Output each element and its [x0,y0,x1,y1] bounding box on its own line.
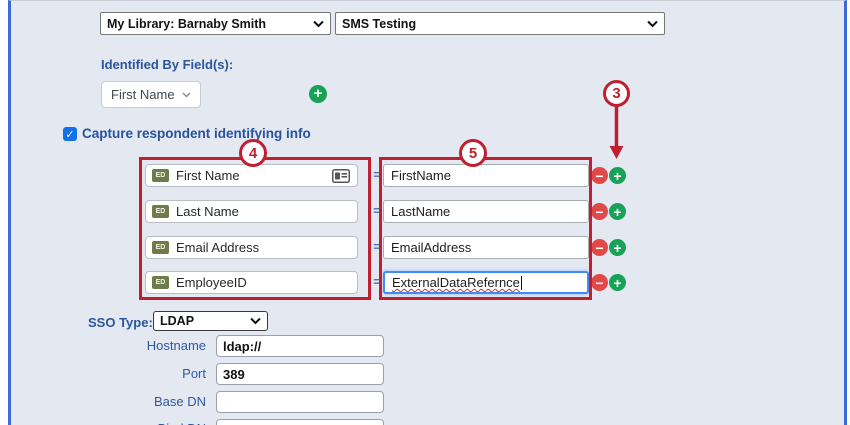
plus-icon: + [613,239,622,256]
plus-icon: + [313,85,323,102]
remove-row-button[interactable]: − [591,274,608,291]
port-label: Port [182,366,206,381]
identified-by-label: Identified By Field(s): [101,57,234,72]
mapping-row: ED EmployeeID = ExternalDataRefernce − + [11,271,844,294]
identified-by-field-dropdown[interactable]: First Name [101,81,201,108]
mapping-value-input[interactable]: EmailAddress [383,236,589,259]
mapping-value-input[interactable]: LastName [383,200,589,223]
capture-info-label: Capture respondent identifying info [82,126,311,141]
field-name: Email Address [176,240,260,255]
base-dn-label: Base DN [153,394,206,409]
equals-sign: = [373,274,381,289]
equals-sign: = [373,203,381,218]
add-row-button[interactable]: + [609,167,626,184]
add-row-button[interactable]: + [609,239,626,256]
embedded-field-button[interactable]: ED First Name [145,164,358,187]
embedded-data-badge: ED [152,276,169,289]
mapping-row: ED First Name = FirstName − + [11,164,844,187]
mapping-value-text: EmailAddress [391,240,472,255]
sso-type-value: LDAP [160,314,195,328]
survey-select[interactable]: SMS Testing [335,12,665,35]
remove-row-button[interactable]: − [591,239,608,256]
plus-icon: + [613,203,622,220]
library-select[interactable]: My Library: Barnaby Smith [100,12,331,35]
sso-type-label: SSO Type: [88,315,153,330]
minus-icon: − [595,239,604,256]
bind-dn-input[interactable] [216,419,384,425]
embedded-field-button[interactable]: ED EmployeeID [145,271,358,294]
settings-panel: My Library: Barnaby Smith SMS Testing Id… [8,0,847,425]
field-name: Last Name [176,204,239,219]
equals-sign: = [373,167,381,182]
check-icon: ✓ [65,128,75,141]
field-name: EmployeeID [176,275,247,290]
chevron-down-icon [250,317,261,325]
plus-icon: + [613,167,622,184]
embedded-data-badge: ED [152,169,169,182]
port-input[interactable] [216,363,384,385]
add-row-button[interactable]: + [609,203,626,220]
minus-icon: − [595,203,604,220]
mapping-value-text: FirstName [391,168,451,183]
remove-row-button[interactable]: − [591,203,608,220]
embedded-data-badge: ED [152,205,169,218]
contact-card-icon[interactable] [332,169,350,183]
mapping-row: ED Email Address = EmailAddress − + [11,236,844,259]
base-dn-input[interactable] [216,391,384,413]
library-select-value: My Library: Barnaby Smith [107,16,267,31]
add-identified-field-button[interactable]: + [309,85,327,103]
text-cursor [520,275,522,290]
annotation-arrow-3 [609,106,624,159]
annotation-circle-5: 5 [459,139,487,167]
capture-info-checkbox[interactable]: ✓ [63,127,77,141]
embedded-field-button[interactable]: ED Last Name [145,200,358,223]
embedded-field-button[interactable]: ED Email Address [145,236,358,259]
minus-icon: − [595,274,604,291]
mapping-value-text: ExternalDataRefernce [392,275,520,290]
mapping-value-input[interactable]: ExternalDataRefernce [383,271,589,294]
mapping-value-input[interactable]: FirstName [383,164,589,187]
annotation-circle-4: 4 [239,139,267,167]
identified-by-field-value: First Name [111,87,175,102]
remove-row-button[interactable]: − [591,167,608,184]
hostname-input[interactable] [216,335,384,357]
bind-dn-label: Bind DN [88,421,206,425]
equals-sign: = [373,239,381,254]
plus-icon: + [613,274,622,291]
chevron-down-icon [313,20,324,27]
mapping-row: ED Last Name = LastName − + [11,200,844,223]
survey-select-value: SMS Testing [342,16,417,31]
minus-icon: − [595,167,604,184]
add-row-button[interactable]: + [609,274,626,291]
chevron-down-icon [647,20,658,27]
sso-type-select[interactable]: LDAP [153,311,268,331]
chevron-down-icon [182,91,191,98]
annotation-circle-3: 3 [603,80,630,107]
mapping-value-text: LastName [391,204,451,219]
embedded-data-badge: ED [152,241,169,254]
field-name: First Name [176,168,240,183]
hostname-label: Hostname [146,338,206,353]
